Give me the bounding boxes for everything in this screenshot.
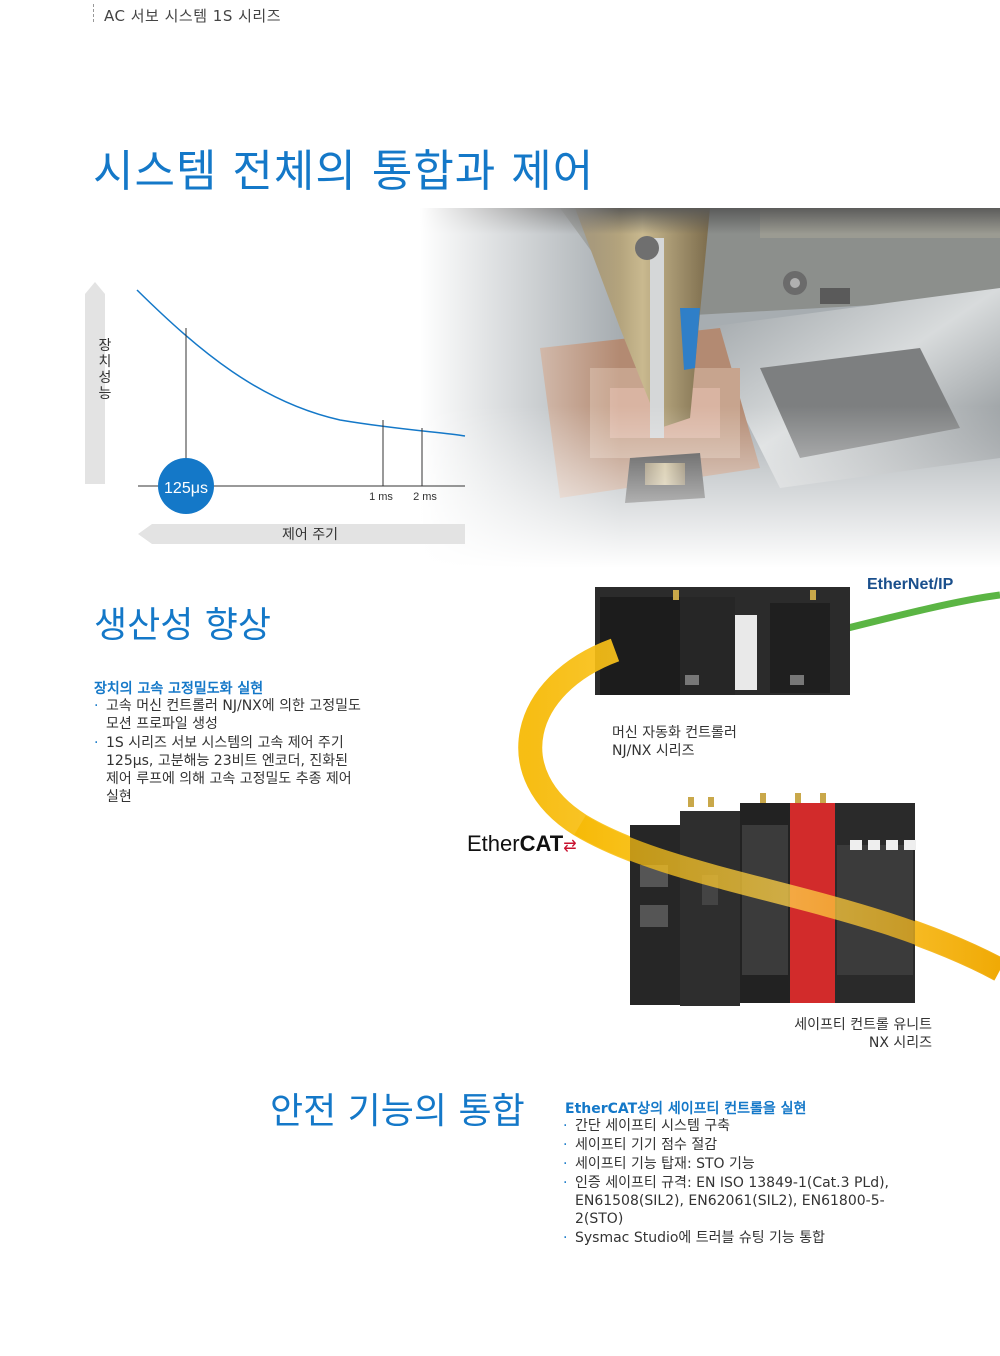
x-axis-arrow (138, 524, 465, 544)
list-item: ·간단 세이프티 시스템 구축 (563, 1118, 731, 1134)
safety-bullets: ·간단 세이프티 시스템 구축 ·세이프티 기기 점수 절감 ·세이프티 기능 … (563, 1117, 963, 1248)
y-axis-arrow (85, 282, 105, 484)
productivity-title: 생산성 향상 (94, 605, 272, 646)
marker-125us-label: 125μs (164, 480, 208, 497)
header-divider (93, 4, 94, 22)
ethernet-cable (839, 591, 1000, 634)
page-title: 시스템 전체의 통합과 제어 (93, 146, 595, 197)
productivity-subheading: 장치의 고속 고정밀도화 실현 (94, 681, 264, 697)
machine-controller-image (595, 587, 850, 695)
safety-unit-caption: 세이프티 컨트롤 유니트 NX 시리즈 (794, 1017, 932, 1051)
ethercat-logo: EtherCAT⇄ (467, 831, 577, 856)
list-item: ·고속 머신 컨트롤러 NJ/NX에 의한 고정밀도 모션 프로파일 생성 (94, 698, 361, 732)
running-header: AC 서보 시스템 1S 시리즈 (104, 7, 282, 25)
x-axis-label: 제어 주기 (282, 527, 338, 543)
marker-125us (158, 458, 214, 514)
list-item: ·Sysmac Studio에 트러블 슈팅 기능 통합 (563, 1230, 826, 1246)
list-item: ·세이프티 기능 탑재: STO 기능 (563, 1156, 755, 1172)
machine-photo (0, 208, 1000, 568)
controller-caption: 머신 자동화 컨트롤러 NJ/NX 시리즈 (612, 725, 737, 759)
list-item: ·세이프티 기기 점수 절감 (563, 1137, 718, 1153)
products-illustration (518, 587, 1000, 1006)
ethercat-cable-front (574, 815, 1000, 980)
safety-subheading: EtherCAT상의 세이프티 컨트롤을 실현 (565, 1101, 807, 1117)
tick-label-2ms: 2 ms (413, 491, 437, 503)
tick-label-1ms: 1 ms (369, 491, 393, 503)
list-item: ·1S 시리즈 서보 시스템의 고속 제어 주기 125μs, 고분해능 23비… (94, 735, 352, 805)
list-item: ·인증 세이프티 규격: EN ISO 13849-1(Cat.3 PLd), … (563, 1175, 890, 1227)
safety-title: 안전 기능의 통합 (270, 1091, 525, 1132)
productivity-bullets: ·고속 머신 컨트롤러 NJ/NX에 의한 고정밀도 모션 프로파일 생성 ·1… (94, 697, 424, 807)
performance-curve (136, 289, 466, 437)
ethernet-ip-logo: EtherNet/IP (867, 576, 954, 593)
